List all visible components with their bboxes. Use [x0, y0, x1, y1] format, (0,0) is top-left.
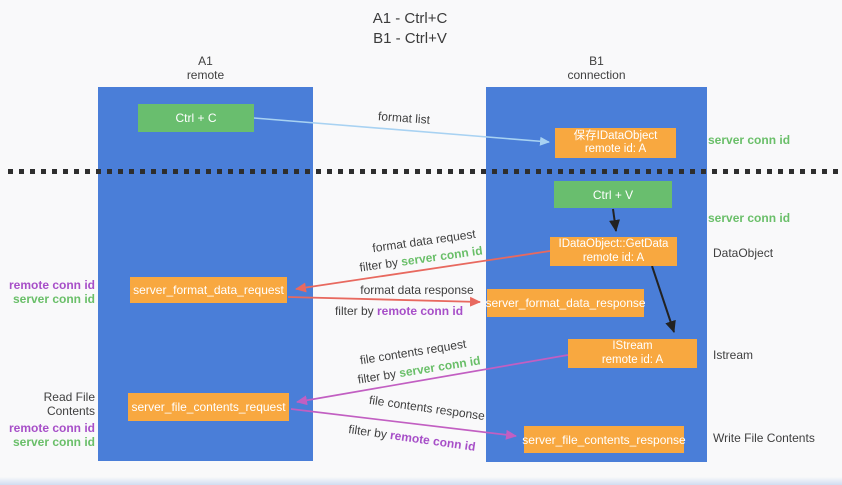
remote-conn-id-text-1: remote conn id — [377, 304, 464, 318]
diagram-title-line1: A1 - Ctrl+C — [372, 10, 448, 27]
edge-label-format-list: format list — [377, 109, 431, 127]
edge-label-filter-remote-conn-1: filter by remote conn id — [335, 304, 463, 318]
node-ctrl-c-label: Ctrl + C — [175, 111, 217, 125]
edge-label-file-contents-response: file contents response — [368, 392, 486, 424]
annotation-istream: Istream — [713, 348, 754, 362]
filter-by-text-4: filter by — [347, 422, 388, 442]
diagram-title-line2: B1 - Ctrl+V — [373, 30, 447, 47]
node-getdata-line2: remote id: A — [582, 251, 645, 264]
node-save-idataobject: 保存IDataObject remote id: A — [555, 128, 676, 158]
node-server-file-contents-response-label: server_file_contents_response — [522, 432, 686, 447]
diagram-title: A1 - Ctrl+C B1 - Ctrl+V — [330, 9, 490, 49]
section-divider — [8, 169, 838, 174]
node-ctrl-v: Ctrl + V — [554, 181, 672, 208]
annotation-dataobject: DataObject — [713, 246, 774, 260]
node-istream-line2: remote id: A — [601, 353, 664, 366]
node-server-file-contents-response: server_file_contents_response — [522, 426, 686, 453]
annotation-write-file-contents: Write File Contents — [713, 431, 815, 445]
node-server-format-data-request-label: server_format_data_request — [133, 283, 284, 297]
node-server-format-data-response: server_format_data_response — [485, 289, 646, 317]
annotation-left-bottom: Read File Contents remote conn id server… — [5, 390, 95, 449]
remote-conn-id-text-2: remote conn id — [389, 428, 477, 454]
lane-b1-title: B1 — [589, 54, 604, 68]
node-getdata-line1: IDataObject::GetData — [558, 238, 669, 250]
annotation-server-conn-id-1: server conn id — [708, 133, 791, 147]
annotation-server-conn-id-left-2: server conn id — [12, 434, 95, 449]
lane-a1-title: A1 — [198, 54, 213, 68]
filter-by-text-3: filter by — [356, 366, 398, 387]
node-server-format-data-request: server_format_data_request — [130, 277, 287, 303]
node-istream-line1: IStream — [612, 340, 653, 352]
node-ctrl-v-label: Ctrl + V — [592, 187, 634, 202]
lane-b1-subtitle: connection — [567, 68, 626, 82]
lane-a1-subtitle: remote — [186, 68, 225, 82]
edge-label-format-data-response: format data response — [360, 283, 474, 297]
annotation-remote-conn-id-left-1: remote conn id — [8, 278, 95, 292]
node-server-file-contents-request: server_file_contents_request — [128, 393, 289, 421]
filter-by-text-1: filter by — [358, 255, 399, 275]
annotation-server-conn-id-left-1: server conn id — [12, 291, 95, 306]
node-server-format-data-response-label: server_format_data_response — [485, 296, 646, 310]
lane-a1-header: A1 remote — [98, 54, 313, 82]
bottom-edge-shadow — [0, 477, 842, 485]
node-save-idataobject-line1: 保存IDataObject — [573, 129, 658, 142]
annotation-server-conn-id-2: server conn id — [708, 211, 791, 225]
arrow-format-data-response — [287, 296, 481, 307]
filter-by-text-2: filter by — [334, 304, 374, 318]
edge-label-filter-remote-conn-2: filter by remote conn id — [348, 422, 477, 454]
annotation-remote-conn-id-left-2: remote conn id — [8, 421, 95, 435]
node-ctrl-c: Ctrl + C — [138, 104, 254, 132]
node-save-idataobject-line2: remote id: A — [584, 143, 647, 155]
lane-b1-header: B1 connection — [486, 54, 707, 82]
node-getdata: IDataObject::GetData remote id: A — [550, 237, 677, 266]
annotation-left-top: remote conn id server conn id — [5, 278, 95, 306]
annotation-read-file-contents: Read File Contents — [43, 390, 95, 418]
node-istream: IStream remote id: A — [568, 339, 697, 368]
node-server-file-contents-request-label: server_file_contents_request — [131, 400, 286, 414]
